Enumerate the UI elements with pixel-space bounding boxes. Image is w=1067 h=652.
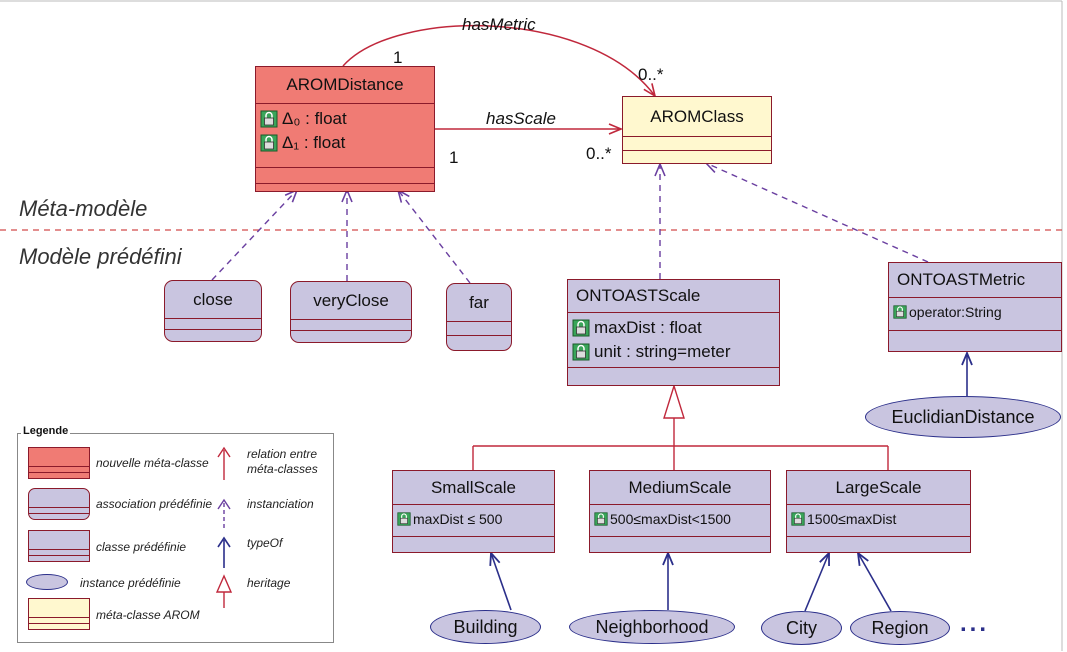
ontoastscale-name: ONTOASTScale — [568, 280, 779, 313]
legend-class-text: classe prédéfinie — [96, 540, 187, 554]
legend-relation-text-2: méta-classes — [247, 462, 318, 476]
instance-building[interactable]: Building — [430, 610, 541, 644]
lock-icon — [260, 134, 278, 152]
legend-title: Legende — [21, 425, 71, 437]
ontoastmetric-attributes: operator:String — [889, 298, 1061, 331]
has-scale-label: hasScale — [486, 109, 556, 128]
largescale-class[interactable]: LargeScale 1500≤maxDist — [786, 470, 971, 553]
legend-arom-meta-class-symbol — [28, 598, 90, 630]
attr-text: 500≤maxDist<1500 — [610, 511, 731, 527]
aromdistance-name: AROMDistance — [256, 67, 434, 104]
smallscale-attr: maxDist ≤ 500 — [397, 508, 550, 530]
legend-new-meta-class-symbol — [28, 447, 90, 479]
legend-instance-text: instance prédéfinie — [80, 576, 181, 590]
association-far[interactable]: far — [446, 283, 512, 351]
ontoastmetric-instantiation-edge — [706, 163, 929, 263]
legend-relation-text-1: relation entre — [247, 447, 318, 461]
aromdistance-attributes: Δ₀ : float Δ₁ : float — [256, 104, 434, 168]
legend-arom-meta-class-text: méta-classe AROM — [96, 608, 200, 622]
aromdistance-attr-delta1: Δ₁ : float — [260, 131, 430, 155]
legend-association-text: association prédéfinie — [96, 497, 213, 511]
has-scale-mult-target: 0..* — [586, 144, 612, 163]
has-metric-mult-source: 1 — [393, 48, 403, 67]
legend-class-symbol — [28, 530, 90, 562]
predefined-model-label: Modèle prédéfini — [19, 244, 182, 269]
legend-arrow-symbols — [215, 446, 233, 608]
legend-new-meta-class-text: nouvelle méta-classe — [96, 456, 209, 470]
lock-icon — [397, 512, 411, 526]
aromdistance-class[interactable]: AROMDistance Δ₀ : float Δ₁ : float — [255, 66, 435, 192]
aromclass-class[interactable]: AROMClass — [622, 96, 772, 164]
has-metric-label: hasMetric — [462, 15, 536, 34]
attr-text: operator:String — [909, 304, 1002, 320]
attr-text: 1500≤maxDist — [807, 511, 897, 527]
has-metric-mult-target: 0..* — [638, 65, 664, 84]
has-scale-mult-source: 1 — [449, 148, 459, 167]
largescale-attr: 1500≤maxDist — [791, 508, 966, 530]
smallscale-class[interactable]: SmallScale maxDist ≤ 500 — [392, 470, 555, 553]
attr-text: maxDist ≤ 500 — [413, 511, 503, 527]
attr-text: Δ₁ : float — [282, 133, 346, 152]
ontoastscale-class[interactable]: ONTOASTScale maxDist : float unit : stri… — [567, 279, 780, 386]
instance-region[interactable]: Region — [850, 611, 950, 645]
aromclass-name: AROMClass — [623, 97, 771, 137]
legend-instantiation-text: instanciation — [247, 497, 314, 511]
legend-association-symbol — [28, 488, 90, 520]
ontoastmetric-name: ONTOASTMetric — [889, 263, 1061, 298]
far-instantiation-edge — [398, 190, 471, 284]
aromdistance-attr-delta0: Δ₀ : float — [260, 107, 430, 131]
lock-icon — [260, 110, 278, 128]
association-name: far — [447, 284, 511, 322]
ontoastscale-attr-unit: unit : string=meter — [572, 340, 775, 364]
mediumscale-attr: 500≤maxDist<1500 — [594, 508, 766, 530]
aromclass-compartment — [623, 137, 771, 151]
inheritance-triangle — [663, 383, 685, 419]
smallscale-name: SmallScale — [393, 471, 554, 505]
smallscale-attributes: maxDist ≤ 500 — [393, 505, 554, 537]
attr-text: maxDist : float — [594, 318, 702, 337]
ontoastmetric-class[interactable]: ONTOASTMetric operator:String — [888, 262, 1062, 352]
ontoastmetric-attr-operator: operator:String — [893, 301, 1057, 323]
city-typeof-edge — [804, 553, 829, 612]
lock-icon — [572, 343, 590, 361]
lock-icon — [572, 319, 590, 337]
lock-icon — [594, 512, 608, 526]
ontoastscale-attr-maxdist: maxDist : float — [572, 316, 775, 340]
region-typeof-edge — [858, 553, 892, 612]
building-typeof-edge — [491, 553, 512, 611]
meta-model-label: Méta-modèle — [19, 196, 148, 221]
has-metric-edge — [342, 24, 655, 96]
close-instantiation-edge — [211, 190, 297, 281]
lock-icon — [791, 512, 805, 526]
aromdistance-compartment — [256, 168, 434, 184]
attr-text: unit : string=meter — [594, 342, 731, 361]
lock-icon — [893, 305, 907, 319]
association-compartment — [165, 319, 261, 330]
legend-typeof-text: typeOf — [247, 536, 283, 550]
ontoastscale-attributes: maxDist : float unit : string=meter — [568, 313, 779, 368]
legend-instance-symbol — [26, 574, 68, 590]
association-compartment — [291, 320, 411, 331]
more-instances-ellipsis: ... — [960, 610, 990, 637]
association-veryclose[interactable]: veryClose — [290, 281, 412, 343]
mediumscale-attributes: 500≤maxDist<1500 — [590, 505, 770, 537]
association-name: veryClose — [291, 282, 411, 320]
association-name: close — [165, 281, 261, 319]
largescale-attributes: 1500≤maxDist — [787, 505, 970, 537]
instance-neighborhood[interactable]: Neighborhood — [569, 610, 735, 644]
largescale-name: LargeScale — [787, 471, 970, 505]
association-compartment — [447, 322, 511, 336]
legend: Legende nouvelle méta-classe association… — [17, 425, 334, 643]
legend-inheritance-text: heritage — [247, 576, 291, 590]
instance-city[interactable]: City — [761, 611, 842, 645]
attr-text: Δ₀ : float — [282, 109, 347, 128]
association-close[interactable]: close — [164, 280, 262, 342]
mediumscale-name: MediumScale — [590, 471, 770, 505]
instance-euclidiandistance[interactable]: EuclidianDistance — [865, 396, 1061, 438]
mediumscale-class[interactable]: MediumScale 500≤maxDist<1500 — [589, 470, 771, 553]
